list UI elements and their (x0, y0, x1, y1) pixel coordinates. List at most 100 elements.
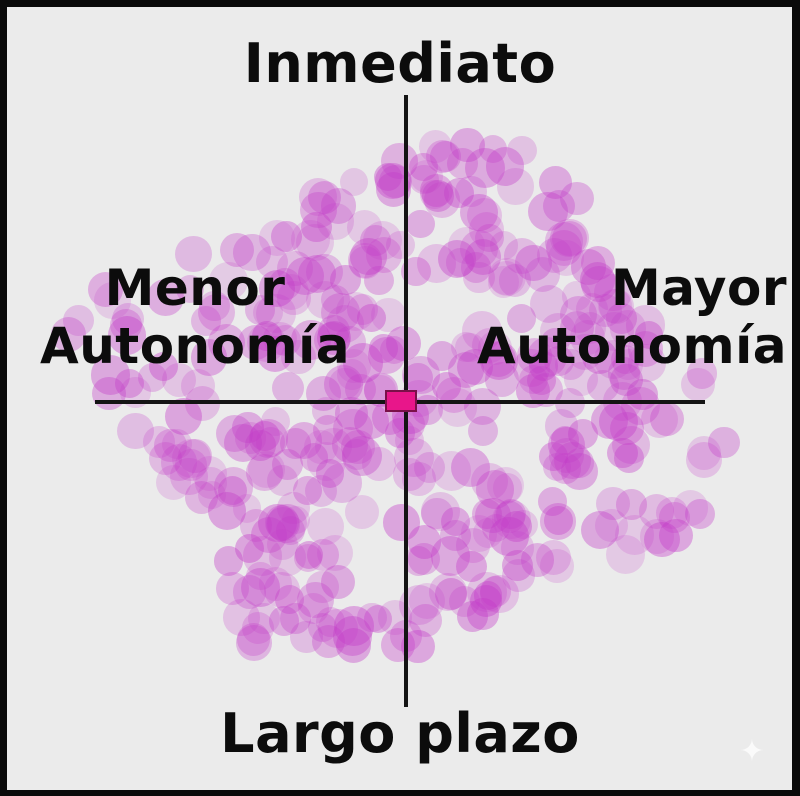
scatter-dot (455, 332, 485, 363)
scatter-dot (596, 486, 630, 521)
scatter-dot (297, 254, 337, 293)
scatter-dot (488, 261, 523, 296)
scatter-dot (149, 442, 183, 476)
scatter-dot (301, 212, 332, 243)
scatter-dot (605, 535, 646, 575)
scatter-dot (450, 331, 481, 362)
scatter-dot (498, 264, 532, 297)
scatter-dot (540, 328, 570, 357)
scatter-dot (383, 504, 420, 541)
scatter-dot (232, 574, 267, 609)
scatter-dot (475, 470, 515, 509)
scatter-dot (269, 324, 301, 356)
scatter-dot (281, 339, 316, 375)
scatter-dot (112, 303, 145, 336)
scatter-dot (290, 219, 330, 259)
scatter-dot (143, 426, 176, 458)
scatter-dot (325, 304, 364, 343)
scatter-dot (550, 426, 580, 455)
scatter-dot (333, 326, 366, 359)
scatter-dot (565, 448, 595, 478)
scatter-dot (414, 452, 446, 484)
scatter-dot (575, 292, 608, 325)
scatter-dot (320, 188, 357, 224)
scatter-dot (291, 320, 331, 361)
scatter-dot (544, 506, 573, 536)
scatter-dot (197, 480, 226, 509)
scatter-dot (379, 335, 408, 365)
scatter-dot (462, 310, 503, 351)
scatter-dot (431, 371, 461, 401)
scatter-dot (508, 509, 538, 540)
scatter-dot (235, 534, 265, 564)
scatter-dot (540, 549, 574, 583)
scatter-dot (265, 506, 300, 541)
scatter-dot (628, 343, 667, 382)
scatter-dot (486, 466, 525, 505)
scatter-dot (316, 320, 351, 355)
sparkle-icon: ✦ (739, 734, 765, 769)
scatter-dot (241, 611, 274, 645)
scatter-dot (526, 336, 567, 377)
scatter-dot (468, 212, 504, 248)
scatter-dot (315, 607, 346, 637)
scatter-dot (176, 274, 205, 303)
scatter-dot (639, 493, 675, 529)
scatter-dot (460, 193, 498, 231)
scatter-dot (175, 235, 212, 273)
scatter-dot (342, 436, 382, 477)
scatter-dot (346, 210, 382, 246)
scatter-dot (485, 147, 525, 186)
scatter-dot (208, 261, 248, 301)
scatter-dot (594, 273, 632, 312)
scatter-dot (273, 274, 310, 311)
scatter-dot (472, 517, 503, 549)
scatter-dot (316, 535, 353, 572)
scatter-dot (260, 406, 291, 437)
scatter-dot (63, 305, 95, 336)
scatter-dot (460, 252, 492, 283)
scatter-dot (457, 600, 488, 632)
scatter-dot (687, 358, 718, 389)
scatter-dot (547, 240, 584, 277)
scatter-dot (595, 312, 634, 351)
scatter-dot (599, 289, 634, 325)
scatter-dot (277, 491, 310, 525)
label-left: Menor Autonomía (15, 259, 375, 375)
scatter-dot (492, 472, 523, 503)
scatter-dot (369, 334, 398, 363)
scatter-dot (430, 536, 470, 576)
scatter-dot (336, 348, 371, 383)
scatter-dot (107, 316, 147, 355)
scatter-dot (336, 291, 376, 331)
scatter-dot (650, 402, 685, 437)
scatter-dot (559, 295, 598, 334)
scatter-dot (644, 521, 680, 558)
scatter-dot (363, 604, 393, 634)
scatter-dot (412, 394, 443, 426)
scatter-dot (239, 509, 272, 542)
scatter-dot (249, 419, 289, 459)
scatter-dot (178, 439, 213, 474)
scatter-dot (515, 245, 552, 282)
scatter-dot (336, 359, 367, 390)
scatter-dot (269, 267, 302, 300)
scatter-dot (539, 165, 572, 199)
scatter-dot (456, 348, 493, 385)
scatter-dot (223, 599, 260, 637)
scatter-dot (503, 237, 540, 274)
scatter-dot (236, 623, 270, 656)
scatter-dot (164, 397, 202, 435)
scatter-dot (314, 322, 350, 358)
scatter-dot (298, 593, 329, 624)
scatter-dot (263, 322, 297, 356)
scatter-dot (595, 508, 628, 542)
scatter-dot (487, 266, 520, 298)
scatter-dot (687, 435, 722, 470)
scatter-dot (501, 558, 535, 593)
scatter-dot (267, 503, 308, 544)
scatter-dot (349, 245, 383, 279)
scatter-dot (672, 489, 709, 526)
scatter-dot (539, 503, 577, 540)
scatter-dot (625, 304, 666, 345)
